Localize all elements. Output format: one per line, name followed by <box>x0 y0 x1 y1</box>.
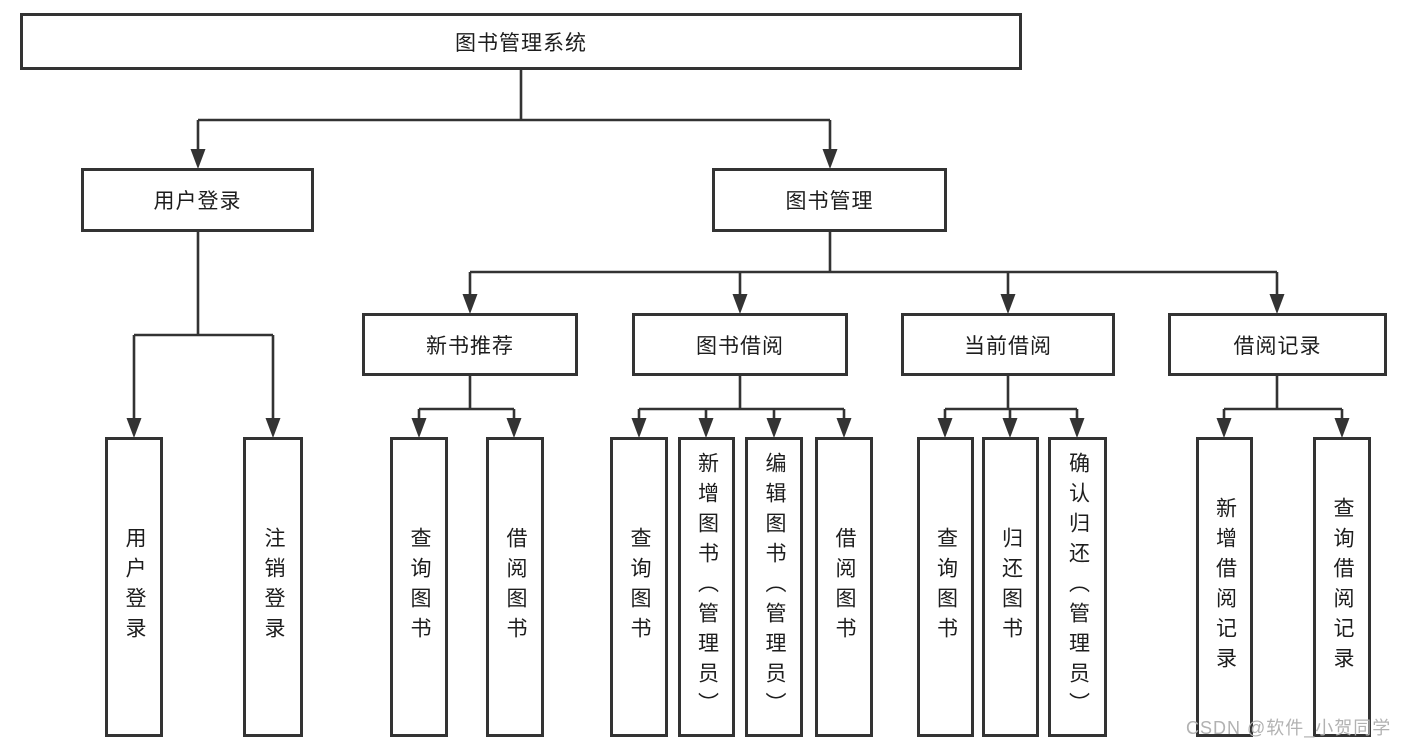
leaf-user-login: 用户登录 <box>105 437 163 737</box>
arrow-down-icon <box>190 149 206 169</box>
arrow-down-icon <box>265 418 281 438</box>
arrow-down-icon <box>1216 418 1232 438</box>
arrow-down-icon <box>126 418 142 438</box>
arrow-down-icon <box>1002 418 1018 438</box>
node-current-borrowing: 当前借阅 <box>901 313 1115 376</box>
node-root-library-system: 图书管理系统 <box>20 13 1022 70</box>
leaf-add-borrow-record: 新增借阅记录 <box>1196 437 1253 737</box>
leaf-borrow-books-recommend: 借阅图书 <box>486 437 544 737</box>
arrow-down-icon <box>411 418 427 438</box>
node-book-management: 图书管理 <box>712 168 947 232</box>
leaf-query-borrow-record: 查询借阅记录 <box>1313 437 1371 737</box>
arrow-down-icon <box>1269 294 1285 314</box>
node-user-login: 用户登录 <box>81 168 314 232</box>
arrow-down-icon <box>506 418 522 438</box>
leaf-query-books-recommend: 查询图书 <box>390 437 448 737</box>
arrow-down-icon <box>822 149 838 169</box>
arrow-down-icon <box>766 418 782 438</box>
leaf-edit-books-admin: 编辑图书（管理员） <box>745 437 803 737</box>
leaf-confirm-return-admin: 确认归还（管理员） <box>1048 437 1107 737</box>
node-new-book-recommend: 新书推荐 <box>362 313 578 376</box>
leaf-return-books: 归还图书 <box>982 437 1039 737</box>
arrow-down-icon <box>732 294 748 314</box>
node-book-borrowing: 图书借阅 <box>632 313 848 376</box>
arrow-down-icon <box>1334 418 1350 438</box>
arrow-down-icon <box>462 294 478 314</box>
arrow-down-icon <box>698 418 714 438</box>
arrow-down-icon <box>631 418 647 438</box>
arrow-down-icons <box>126 149 1350 438</box>
arrow-down-icon <box>1000 294 1016 314</box>
csdn-watermark: CSDN @软件_小贺同学 <box>1186 718 1392 738</box>
leaf-query-books-borrowing: 查询图书 <box>610 437 668 737</box>
arrow-down-icon <box>937 418 953 438</box>
node-borrowing-records: 借阅记录 <box>1168 313 1387 376</box>
leaf-borrow-books: 借阅图书 <box>815 437 873 737</box>
leaf-add-books-admin: 新增图书（管理员） <box>678 437 735 737</box>
leaf-logout: 注销登录 <box>243 437 303 737</box>
arrow-down-icon <box>1069 418 1085 438</box>
arrow-down-icon <box>836 418 852 438</box>
leaf-query-books-current: 查询图书 <box>917 437 974 737</box>
